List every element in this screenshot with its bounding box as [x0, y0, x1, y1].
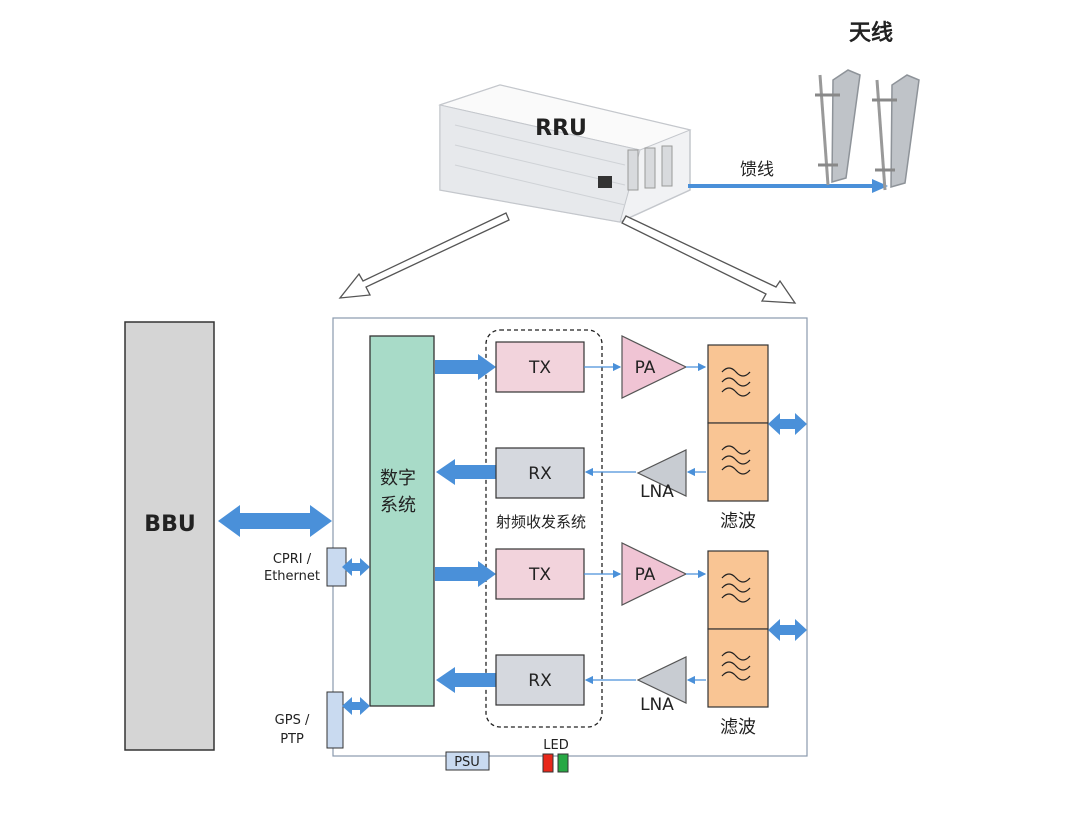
antenna-image: [815, 69, 920, 191]
cpri-label-line1: CPRI /: [273, 552, 312, 567]
tx-block-2: [495, 548, 585, 600]
led-label: LED: [543, 738, 568, 753]
lna-label-2: LNA: [640, 695, 674, 715]
digital-system-block: [369, 335, 435, 707]
rx-label-2: RX: [528, 671, 552, 691]
rf-transceiver-group: [485, 329, 603, 728]
pa-label-1: PA: [635, 358, 656, 378]
antenna-port-arrow-2: [768, 619, 807, 641]
rx2-to-digital-arrow: [436, 667, 496, 693]
filter-label-2: 滤波: [720, 717, 756, 738]
expand-arrow-left: [338, 212, 510, 299]
digital-system-label-line1: 数字: [380, 468, 416, 489]
gps-label-line1: GPS /: [275, 713, 310, 728]
filter-label-1: 滤波: [720, 511, 756, 532]
psu-label: PSU: [454, 755, 480, 770]
pa-label-2: PA: [635, 565, 656, 585]
filter-block-1: [707, 344, 769, 502]
led-green-indicator: [557, 753, 569, 773]
bbu-label: BBU: [144, 512, 195, 537]
rx1-to-digital-arrow: [436, 459, 496, 485]
rx-label-1: RX: [528, 464, 552, 484]
tx-label-1: TX: [528, 358, 551, 378]
antenna-port-arrow-1: [768, 413, 807, 435]
psu-port: [445, 751, 490, 771]
cpri-link-arrow: [342, 558, 370, 576]
feeder-label: 馈线: [740, 160, 774, 180]
rx-block-1: [495, 447, 585, 499]
lna-amplifier-2: [636, 656, 687, 704]
rru-device-image: [438, 84, 692, 223]
lna-amplifier-1: [636, 449, 687, 497]
lna-label-1: LNA: [640, 482, 674, 502]
rf-transceiver-label: 射频收发系统: [496, 513, 586, 531]
gps-port: [326, 691, 344, 749]
bbu-rru-link-arrow: [218, 505, 332, 537]
pa-amplifier-1: [621, 335, 688, 399]
led-red-indicator: [542, 753, 554, 773]
bbu-block: [124, 321, 215, 751]
pa-amplifier-2: [621, 542, 688, 606]
antenna-label: 天线: [849, 20, 893, 46]
digital-to-tx2-arrow: [435, 561, 496, 587]
tx-block-1: [495, 341, 585, 393]
digital-system-label-line2: 系统: [380, 495, 416, 516]
gps-label-line2: PTP: [280, 732, 304, 747]
cpri-label-line2: Ethernet: [264, 569, 320, 584]
tx-label-2: TX: [528, 565, 551, 585]
rx-block-2: [495, 654, 585, 706]
feeder-arrowhead: [872, 179, 888, 193]
expand-arrow-right: [621, 215, 797, 304]
digital-to-tx1-arrow: [435, 354, 496, 380]
filter-block-2: [707, 550, 769, 708]
rru-label: RRU: [535, 116, 587, 141]
rru-internal-frame: [332, 317, 808, 757]
gps-link-arrow: [342, 697, 370, 715]
